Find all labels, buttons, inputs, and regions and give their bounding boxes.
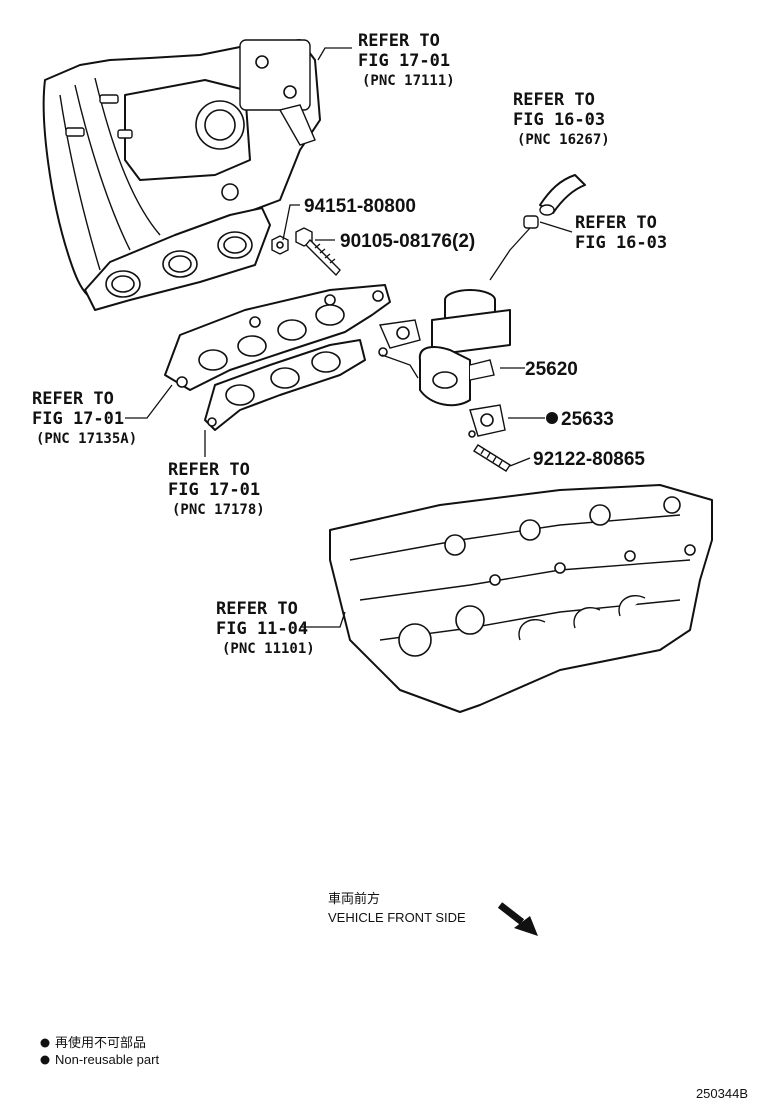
figure-code: 250344B: [696, 1086, 748, 1101]
callout-refer-text: REFER TO: [168, 460, 250, 480]
part-number-stud-bolt[interactable]: 92122-80865: [533, 449, 645, 470]
egr-valve-drawing: [418, 289, 511, 407]
inner-gasket-drawing: [204, 339, 388, 431]
callout-pnc-text: (PNC 11101): [222, 641, 315, 657]
callout-pnc-text: (PNC 17178): [172, 502, 265, 518]
legend: 再使用不可部品 Non-reusable part: [40, 1035, 159, 1067]
callout-refer-text: REFER TO: [216, 599, 298, 619]
vehicle-front-indicator: 車両前方 VEHICLE FRONT SIDE: [328, 891, 538, 936]
part-number-egr-valve[interactable]: 25620: [525, 359, 578, 380]
callout-manifold-gasket: REFER TO FIG 17-01 (PNC 17135A): [32, 389, 137, 447]
callout-fig-text: FIG 17-01: [358, 51, 450, 71]
callout-refer-text: REFER TO: [513, 90, 595, 110]
callout-fig-text: FIG 17-01: [32, 409, 124, 429]
callout-hose-top: REFER TO FIG 16-03 (PNC 16267): [513, 90, 610, 148]
callout-hose-clamp: REFER TO FIG 16-03: [575, 213, 667, 253]
callout-cylinder-head: REFER TO FIG 11-04 (PNC 11101): [216, 599, 315, 657]
cylinder-head-drawing: [329, 484, 713, 713]
callout-refer-text: REFER TO: [32, 389, 114, 409]
hose-drawing: [523, 174, 586, 229]
callout-inner-gasket: REFER TO FIG 17-01 (PNC 17178): [168, 460, 265, 518]
callout-fig-text: FIG 17-01: [168, 480, 260, 500]
callout-fig-text: FIG 16-03: [575, 233, 667, 253]
callout-refer-text: REFER TO: [575, 213, 657, 233]
part-number-gasket[interactable]: 25633: [561, 409, 614, 430]
part-number-nut[interactable]: 94151-80800: [304, 196, 416, 217]
direction-jp-text: 車両前方: [328, 891, 380, 906]
non-reusable-marker-icon: [546, 412, 558, 424]
direction-en-text: VEHICLE FRONT SIDE: [328, 910, 466, 925]
intake-manifold-drawing: [42, 39, 321, 311]
part-number-bolt[interactable]: 90105-08176(2): [340, 231, 475, 252]
callout-fig-text: FIG 11-04: [216, 619, 308, 639]
legend-marker-icon: [40, 1055, 50, 1065]
nut-bolt-drawing: [271, 227, 341, 277]
legend-en-text: Non-reusable part: [55, 1052, 159, 1067]
egr-gasket-drawing: [468, 404, 511, 472]
legend-marker-icon: [40, 1038, 50, 1048]
callout-pnc-text: (PNC 17111): [362, 73, 455, 89]
legend-jp-text: 再使用不可部品: [55, 1035, 146, 1050]
direction-arrow-icon: [497, 902, 538, 936]
callout-pnc-text: (PNC 16267): [517, 132, 610, 148]
leader-lines: [125, 47, 573, 628]
callout-fig-text: FIG 16-03: [513, 110, 605, 130]
callout-pnc-text: (PNC 17135A): [36, 431, 137, 447]
manifold-gasket-drawing: [164, 284, 421, 391]
callout-refer-text: REFER TO: [358, 31, 440, 51]
callout-intake-manifold: REFER TO FIG 17-01 (PNC 17111): [358, 31, 455, 89]
